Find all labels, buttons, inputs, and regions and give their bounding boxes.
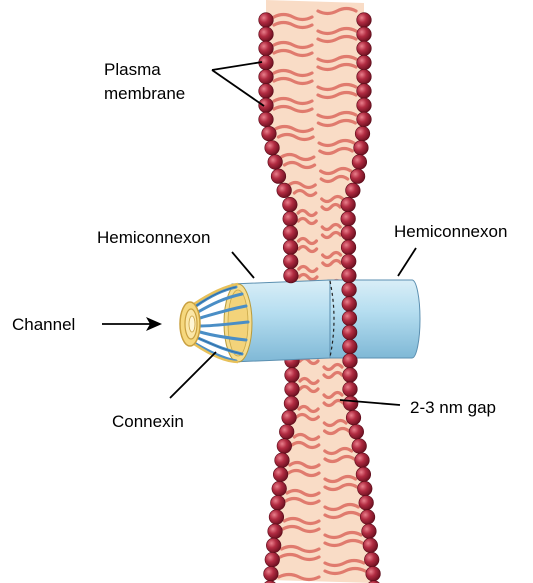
lipid-head xyxy=(342,297,357,312)
lipid-head xyxy=(259,84,274,99)
lipid-head xyxy=(356,467,371,482)
lipid-head xyxy=(362,524,377,539)
lipid-head xyxy=(259,13,274,28)
lipid-head xyxy=(350,169,365,184)
lipid-head xyxy=(346,410,361,425)
lipid-head xyxy=(357,481,372,496)
lipid-head xyxy=(285,382,300,397)
lipid-head xyxy=(259,70,274,85)
gap-label: 2-3 nm gap xyxy=(410,398,496,418)
lipid-head xyxy=(341,226,356,241)
lipid-head xyxy=(352,155,367,170)
lipid-head xyxy=(266,538,281,553)
lipid-head xyxy=(271,496,286,511)
lipid-head xyxy=(360,510,375,525)
lipid-head xyxy=(283,197,298,212)
lipid-head xyxy=(259,27,274,42)
lipid-head xyxy=(268,155,283,170)
lipid-head xyxy=(346,183,361,198)
hemiconnexon-right-label: Hemiconnexon xyxy=(394,222,507,242)
lipid-head xyxy=(268,524,283,539)
lipid-head xyxy=(271,169,286,184)
lipid-head xyxy=(355,453,370,468)
channel-label: Channel xyxy=(12,315,75,335)
lipid-head xyxy=(284,268,299,283)
lipid-head xyxy=(265,141,280,156)
lipid-head xyxy=(265,552,280,567)
lipid-head xyxy=(342,283,357,298)
lipid-head xyxy=(357,70,372,85)
lipid-head xyxy=(279,425,294,440)
lipid-head xyxy=(352,439,367,454)
lipid-head xyxy=(357,112,372,127)
lipid-head xyxy=(354,141,369,156)
lipid-head xyxy=(283,212,298,227)
plasma-membrane-leader-bottom xyxy=(212,70,264,106)
lipid-head xyxy=(342,311,357,326)
lipid-head xyxy=(343,339,358,354)
lipid-head xyxy=(283,240,298,255)
lipid-head xyxy=(283,226,298,241)
lipid-head xyxy=(283,254,298,269)
lipid-head xyxy=(355,126,370,141)
gap-junction-channel xyxy=(180,280,420,362)
lipid-head xyxy=(275,453,290,468)
lipid-head xyxy=(342,268,357,283)
lipid-head xyxy=(273,467,288,482)
lipid-head xyxy=(357,41,372,56)
connexin-leader xyxy=(170,352,216,398)
plasma-membrane-label-line2: membrane xyxy=(104,84,185,104)
hemiconnexon-left-label: Hemiconnexon xyxy=(97,228,210,248)
lipid-head xyxy=(259,98,274,113)
lipid-head xyxy=(349,425,364,440)
lipid-head xyxy=(259,112,274,127)
lipid-head xyxy=(357,13,372,28)
lipid-head xyxy=(262,126,277,141)
plasma-membrane-label-line1: Plasma xyxy=(104,60,185,80)
lipid-head xyxy=(264,567,279,582)
lipid-head xyxy=(343,382,358,397)
lipid-head xyxy=(341,212,356,227)
lipid-head xyxy=(343,354,358,369)
lipid-head xyxy=(343,368,358,383)
lipid-head xyxy=(259,41,274,56)
lipid-head xyxy=(269,510,284,525)
lipid-head xyxy=(343,396,358,411)
lipid-head xyxy=(284,396,299,411)
lipid-head xyxy=(341,240,356,255)
plasma-membrane-label: Plasma membrane xyxy=(104,60,185,104)
lipid-head xyxy=(357,84,372,99)
plasma-membrane-leader-top xyxy=(212,62,262,70)
lipid-head xyxy=(364,552,379,567)
lipid-head xyxy=(363,538,378,553)
lipid-head xyxy=(341,197,356,212)
lipid-head xyxy=(357,55,372,70)
lipid-head xyxy=(359,496,374,511)
lipid-head xyxy=(342,325,357,340)
lipid-head xyxy=(282,410,297,425)
lipid-head xyxy=(357,27,372,42)
lipid-head xyxy=(277,183,292,198)
hemiconnexon-right-leader xyxy=(398,248,416,276)
lipid-head xyxy=(285,368,300,383)
connexin-label: Connexin xyxy=(112,412,184,432)
lipid-head xyxy=(357,98,372,113)
lipid-head xyxy=(277,439,292,454)
lipid-head xyxy=(366,567,381,582)
lipid-head xyxy=(341,254,356,269)
lipid-head xyxy=(272,481,287,496)
hemiconnexon-left-leader xyxy=(232,252,254,278)
